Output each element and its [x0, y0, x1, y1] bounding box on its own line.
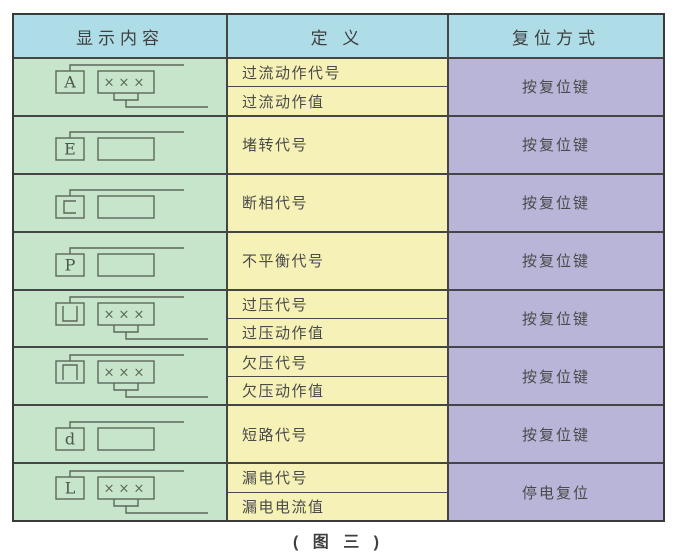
definition-label: 欠压动作值	[242, 383, 325, 401]
display-content-cell: L ×××	[14, 464, 228, 520]
display-icon-d: d	[55, 420, 184, 451]
display-icon-holder: ×××	[54, 288, 224, 349]
definition-cell: 过流动作代号过流动作值	[228, 59, 449, 115]
header-label: 复位方式	[512, 28, 600, 48]
definition-label: 漏电代号	[228, 464, 447, 493]
svg-text:×××: ×××	[104, 307, 149, 322]
svg-text:A: A	[63, 73, 76, 92]
reset-cell: 按复位键	[449, 348, 663, 405]
reset-method-label: 按复位键	[521, 79, 590, 97]
table-row: A ××× 过流动作代号过流动作值 按复位键	[14, 57, 663, 115]
table-row: 断相代号 按复位键	[14, 172, 663, 233]
definition-cell: 漏电代号漏电电流值	[228, 464, 449, 520]
svg-text:d: d	[65, 429, 75, 448]
reset-method-label: 停电复位	[521, 484, 590, 502]
reset-cell: 按复位键	[449, 59, 663, 115]
display-icon-holder: d	[54, 404, 224, 465]
reset-cell: 停电复位	[449, 464, 663, 520]
reset-method-label: 按复位键	[521, 368, 590, 386]
svg-text:P: P	[65, 256, 76, 275]
svg-text:×××: ×××	[104, 365, 149, 380]
reset-method-label: 按复位键	[521, 426, 590, 444]
svg-text:×××: ×××	[104, 481, 149, 496]
definition-label: 堵转代号	[242, 137, 309, 155]
header-display-content: 显示内容	[14, 15, 228, 57]
svg-text:E: E	[64, 140, 76, 159]
definition-label: 不平衡代号	[242, 253, 325, 271]
display-content-cell: P	[14, 230, 228, 291]
display-content-cell: d	[14, 404, 228, 465]
definition-cell: 过压代号过压动作值	[228, 290, 449, 347]
display-icon-holder: P	[54, 230, 224, 291]
reset-cell: 按复位键	[449, 174, 663, 231]
reset-cell: 按复位键	[449, 232, 663, 289]
definition-cell: 短路代号	[228, 406, 449, 463]
definition-label: 过流动作值	[242, 93, 325, 111]
definition-label: 过压代号	[228, 291, 447, 319]
reset-method-label: 按复位键	[521, 195, 590, 213]
definition-cell: 不平衡代号	[228, 232, 449, 289]
header-label: 显示内容	[76, 28, 164, 48]
display-icon-holder: A ×××	[54, 56, 224, 117]
display-icon-c	[55, 189, 184, 219]
reset-cell: 按复位键	[449, 116, 663, 173]
display-icon-E: E	[55, 131, 184, 162]
display-content-cell	[14, 172, 228, 233]
reset-cell: 按复位键	[449, 406, 663, 463]
display-icon-holder	[54, 172, 224, 233]
definition-cell: 断相代号	[228, 174, 449, 231]
display-content-cell: ×××	[14, 288, 228, 349]
header-label: 定 义	[310, 28, 365, 48]
definition-label: 过压动作值	[242, 325, 325, 343]
fault-code-table: 显示内容 定 义 复位方式 A ××× 过流动作代号过流动作值 按复位键 E 堵转…	[12, 13, 665, 522]
definition-label: 欠压代号	[228, 348, 447, 377]
table-row: ××× 过压代号过压动作值 按复位键	[14, 288, 663, 349]
display-icon-L: L ×××	[55, 469, 208, 514]
table-row: P 不平衡代号 按复位键	[14, 230, 663, 291]
definition-cell: 堵转代号	[228, 116, 449, 173]
figure-caption: ( 图 三 )	[293, 534, 384, 551]
svg-text:×××: ×××	[104, 76, 149, 91]
header-reset-method: 复位方式	[449, 15, 663, 57]
svg-text:L: L	[65, 478, 76, 497]
display-icon-冂: ×××	[55, 354, 208, 398]
display-icon-holder: E	[54, 114, 224, 175]
reset-method-label: 按复位键	[521, 137, 590, 155]
table-header-row: 显示内容 定 义 复位方式	[14, 15, 663, 57]
reset-cell: 按复位键	[449, 290, 663, 347]
table-row: E 堵转代号 按复位键	[14, 114, 663, 175]
display-content-cell: A ×××	[14, 59, 228, 115]
definition-label: 断相代号	[242, 195, 309, 213]
display-icon-A: A ×××	[55, 64, 208, 109]
definition-label: 过流动作代号	[228, 59, 447, 88]
display-icon-P: P	[55, 247, 184, 277]
display-icon-holder: ×××	[54, 346, 224, 407]
reset-method-label: 按复位键	[521, 253, 590, 271]
display-icon-凵: ×××	[55, 296, 208, 340]
table-row: ××× 欠压代号欠压动作值 按复位键	[14, 346, 663, 407]
reset-method-label: 按复位键	[521, 310, 590, 328]
header-definition: 定 义	[228, 15, 449, 57]
display-icon-holder: L ×××	[54, 462, 224, 523]
definition-cell: 欠压代号欠压动作值	[228, 348, 449, 405]
table-row: L ××× 漏电代号漏电电流值 停电复位	[14, 462, 663, 520]
display-content-cell: ×××	[14, 346, 228, 407]
table-row: d 短路代号 按复位键	[14, 404, 663, 465]
display-content-cell: E	[14, 114, 228, 175]
definition-label: 漏电电流值	[242, 498, 325, 516]
definition-label: 短路代号	[242, 426, 309, 444]
